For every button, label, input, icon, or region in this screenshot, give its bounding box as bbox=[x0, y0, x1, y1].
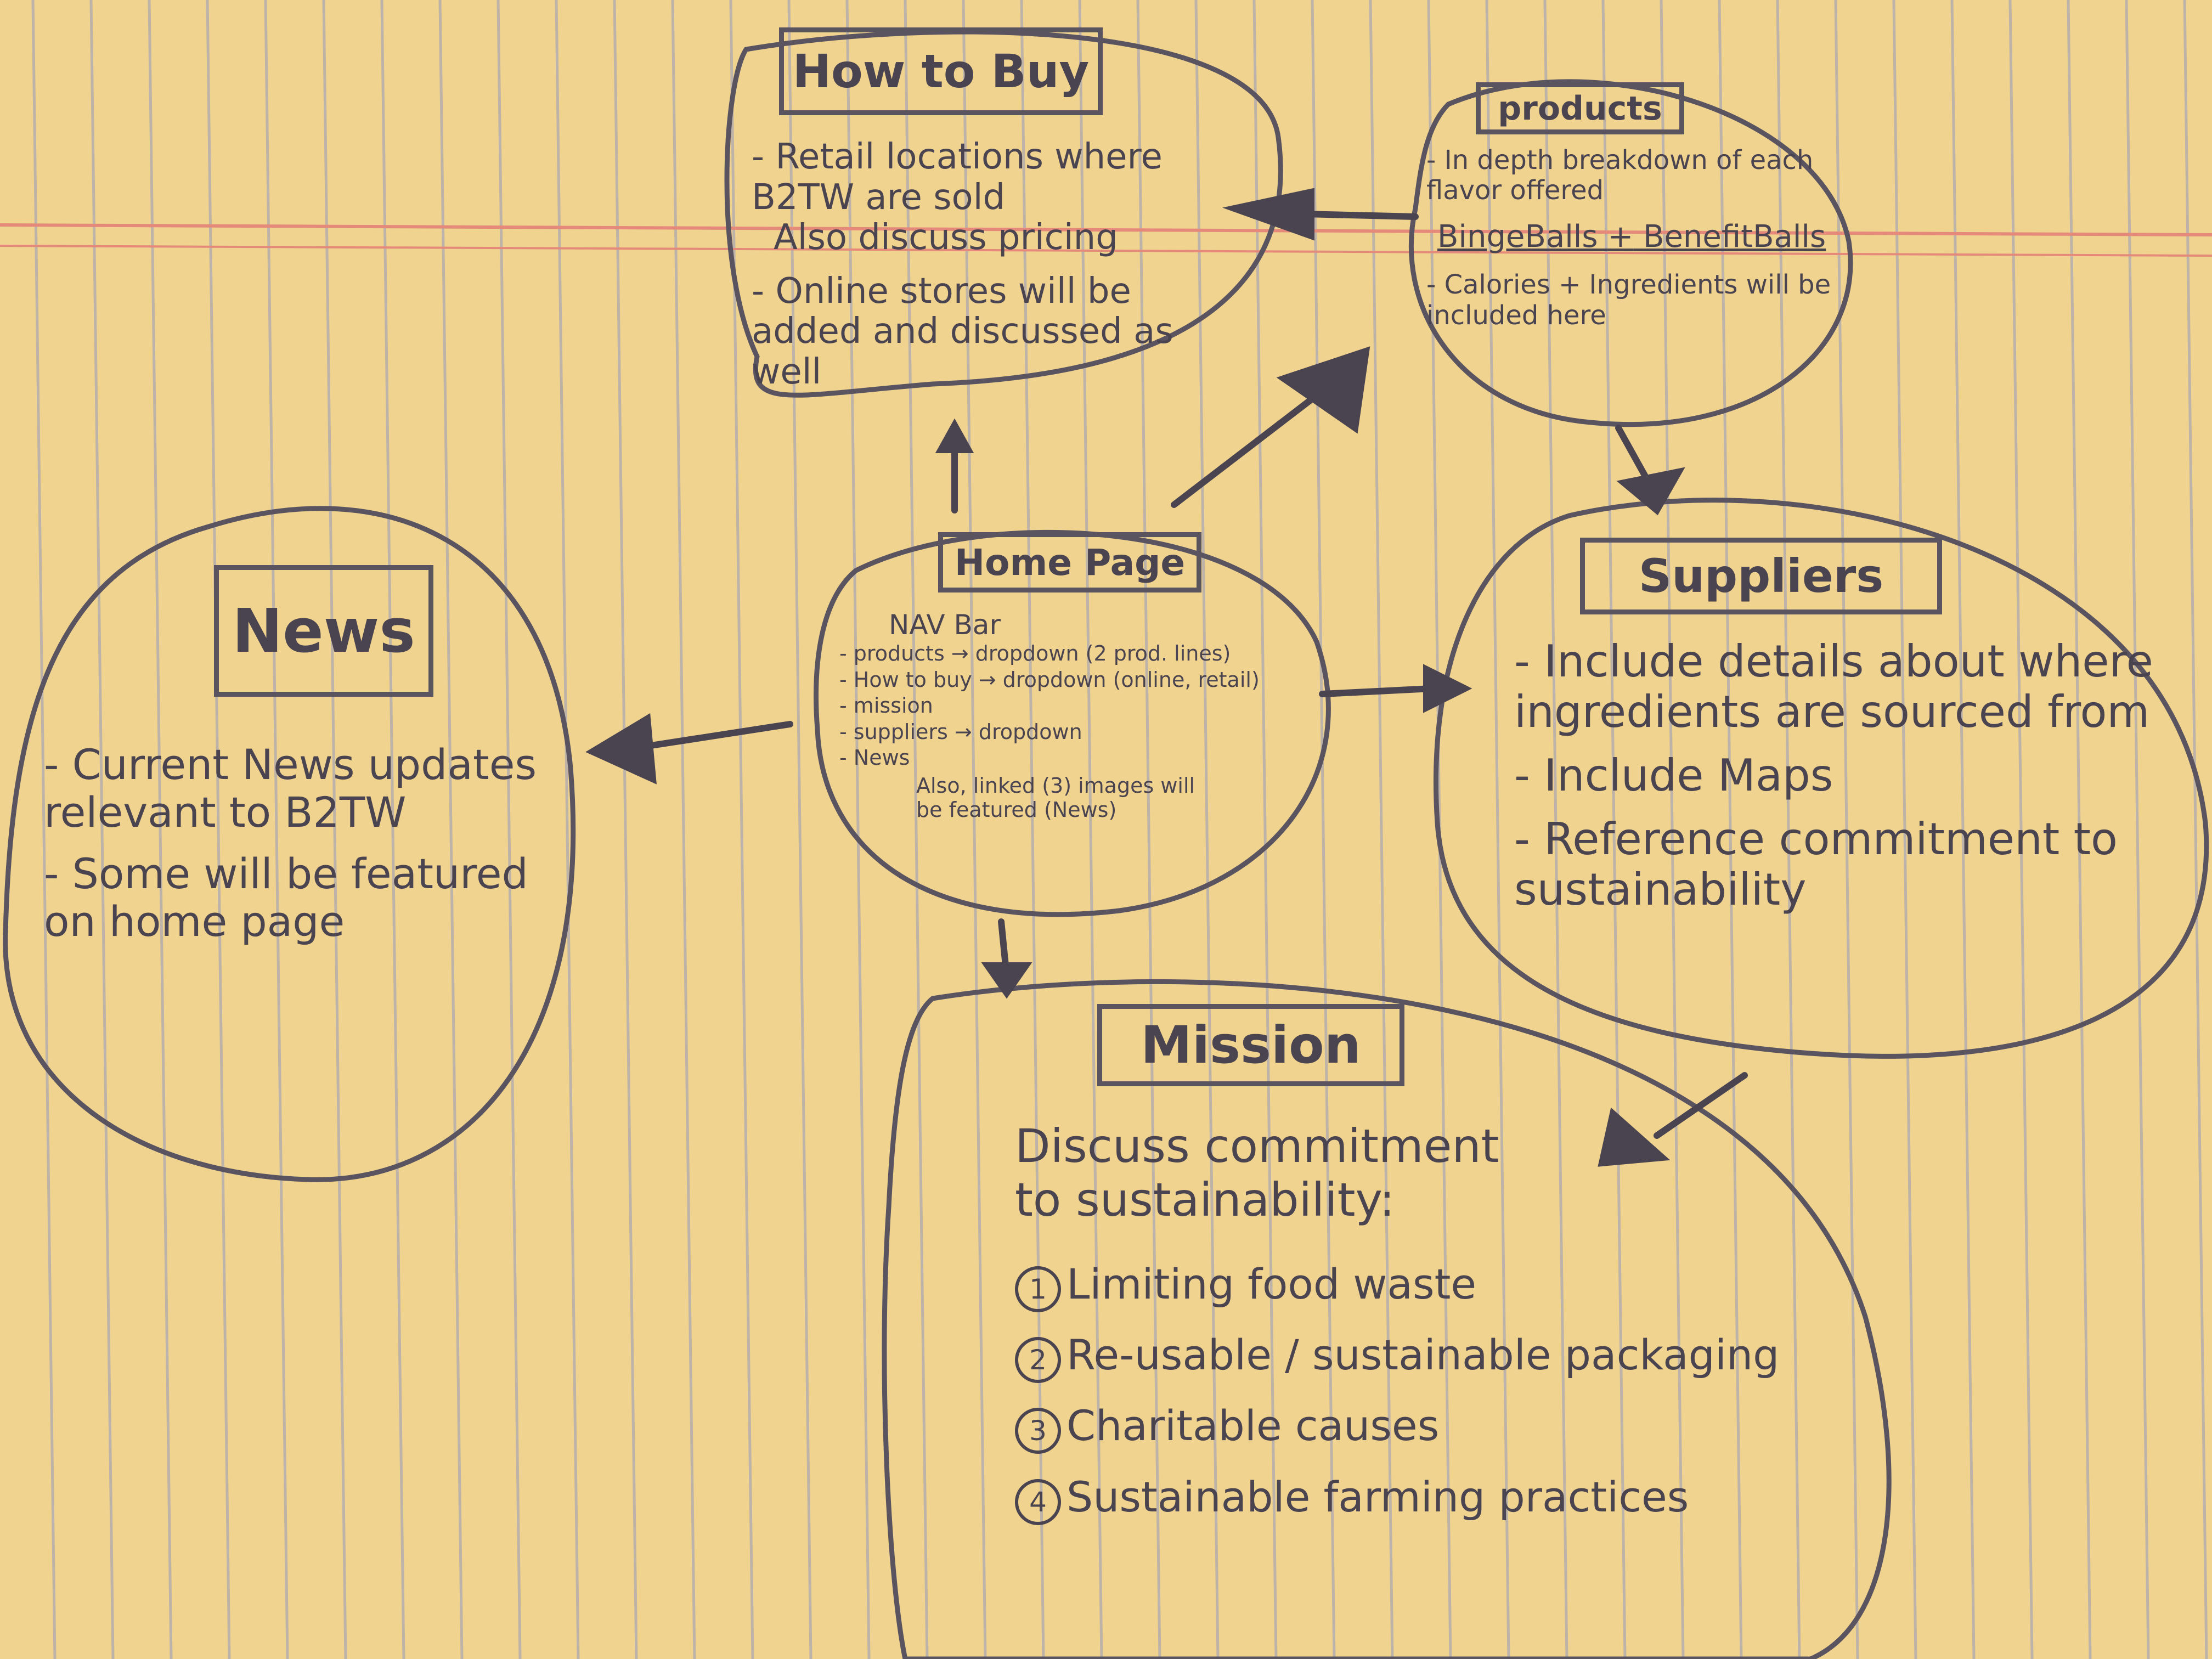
nav-item-news: News bbox=[839, 745, 1311, 771]
suppliers-bubble bbox=[1434, 498, 2209, 1059]
rule-line bbox=[2183, 0, 2208, 1659]
how-to-buy-item-retail: Retail locations where B2TW are sold Als… bbox=[752, 137, 1223, 258]
products-content: In depth breakdown of each flavor offere… bbox=[1426, 145, 1832, 344]
arrow-products-to-suppliers bbox=[1615, 425, 1649, 481]
home-page-bubble bbox=[814, 529, 1331, 917]
how-to-buy-content: Retail locations where B2TW are sold Als… bbox=[752, 137, 1223, 406]
arrowhead-howtobuy-from-products bbox=[1222, 188, 1314, 241]
how-to-buy-item-online: Online stores will be added and discusse… bbox=[752, 271, 1223, 393]
news-item-updates: Current News updates relevant to B2TW bbox=[44, 741, 560, 837]
rule-line bbox=[1252, 0, 1278, 1659]
arrow-products-to-howtobuy bbox=[1302, 211, 1419, 220]
product-line-benefitballs: BenefitBalls bbox=[1643, 219, 1826, 255]
nav-item-mission: mission bbox=[839, 693, 1311, 719]
arrow-suppliers-to-mission bbox=[1654, 1072, 1748, 1139]
suppliers-item-maps: Include Maps bbox=[1514, 751, 2172, 801]
arrowhead-products bbox=[1276, 346, 1370, 434]
news-title: News bbox=[214, 565, 433, 697]
how-to-buy-title: How to Buy bbox=[779, 27, 1103, 115]
mission-title: Mission bbox=[1097, 1004, 1404, 1086]
arrowhead-mission-from-suppliers bbox=[1598, 1107, 1671, 1167]
arrow-home-to-news bbox=[644, 721, 793, 749]
home-page-note: Also, linked (3) images will be featured… bbox=[916, 773, 1195, 822]
arrowhead-suppliers-from-products bbox=[1616, 467, 1685, 516]
suppliers-title: Suppliers bbox=[1580, 538, 1942, 614]
nav-item-how-to-buy: How to buy → dropdown (online, retail) bbox=[839, 667, 1311, 693]
number-2-icon: 2 bbox=[1015, 1337, 1061, 1384]
products-lines: BingeBalls + BenefitBalls bbox=[1437, 219, 1832, 255]
home-page-title: Home Page bbox=[938, 532, 1201, 592]
nav-item-products: products → dropdown (2 prod. lines) bbox=[839, 641, 1311, 667]
rule-line bbox=[1369, 0, 1394, 1659]
products-item-breakdown: In depth breakdown of each flavor offere… bbox=[1426, 145, 1832, 206]
arrowhead-news bbox=[585, 713, 657, 785]
home-page-content: NAV Bar products → dropdown (2 prod. lin… bbox=[839, 609, 1311, 822]
how-to-buy-pricing-note: Also discuss pricing bbox=[774, 217, 1118, 258]
number-1-icon: 1 bbox=[1015, 1266, 1061, 1312]
product-line-plus: + bbox=[1607, 219, 1634, 255]
arrowhead-howtobuy bbox=[935, 418, 974, 453]
products-bubble bbox=[1408, 79, 1853, 427]
products-item-calories: Calories + Ingredients will be included … bbox=[1426, 270, 1832, 331]
news-item-featured: Some will be featured on home page bbox=[44, 850, 560, 946]
rule-line bbox=[613, 0, 638, 1659]
product-line-bingeballs: BingeBalls bbox=[1437, 219, 1598, 255]
news-bubble bbox=[3, 506, 576, 1182]
arrowhead-mission bbox=[981, 962, 1032, 999]
products-title: products bbox=[1476, 82, 1684, 134]
arrowhead-suppliers bbox=[1423, 664, 1472, 713]
rule-line bbox=[671, 0, 696, 1659]
suppliers-item-sustainability: Reference commitment to sustainability bbox=[1514, 814, 2172, 915]
rule-line bbox=[555, 0, 580, 1659]
arrow-home-to-suppliers bbox=[1319, 685, 1435, 697]
mission-intro: Discuss commitment to sustainability: bbox=[1015, 1119, 1499, 1227]
suppliers-content: Include details about where ingredients … bbox=[1514, 636, 2172, 928]
number-4-icon: 4 bbox=[1015, 1479, 1061, 1525]
nav-item-suppliers: suppliers → dropdown bbox=[839, 719, 1311, 746]
nav-bar-label: NAV Bar bbox=[889, 609, 1001, 641]
rule-line bbox=[1311, 0, 1336, 1659]
number-3-icon: 3 bbox=[1015, 1408, 1061, 1454]
suppliers-item-details: Include details about where ingredients … bbox=[1514, 636, 2172, 737]
news-content: Current News updates relevant to B2TW So… bbox=[44, 741, 560, 959]
mission-bubble bbox=[882, 979, 1892, 1659]
